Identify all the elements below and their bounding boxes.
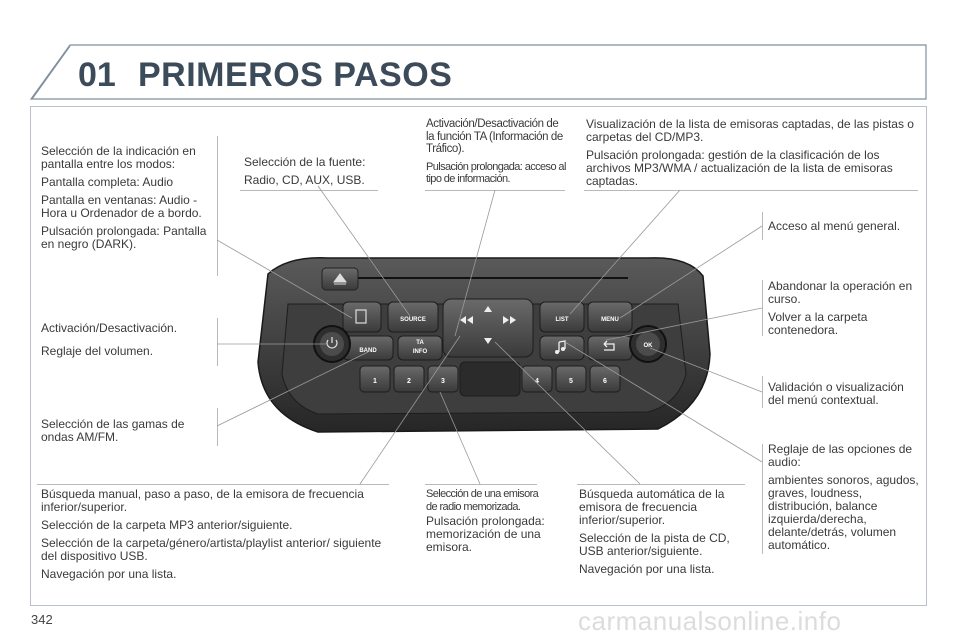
note-text: Selección de una emisora de radio memori…: [426, 488, 539, 513]
note-text: Búsqueda manual, paso a paso, de la emis…: [41, 487, 364, 514]
list-label: LIST: [556, 317, 569, 323]
down-arrow-icon: [484, 338, 492, 344]
chapter-title: PRIMEROS PASOS: [138, 56, 453, 94]
note-list: Visualización de la lista de emisoras ca…: [586, 118, 916, 188]
aux-slot: [459, 361, 521, 397]
divider-line: [762, 376, 763, 408]
power-icon: [326, 337, 338, 349]
header-bar: [30, 44, 927, 100]
chapter-number: 01: [78, 56, 116, 94]
note-text: Selección de la carpeta/género/artista/p…: [41, 536, 382, 563]
note-text: Activación/Desactivación.: [41, 321, 178, 335]
note-text: Selección de las gamas de ondas AM/FM.: [41, 417, 185, 444]
eject-icon: [333, 273, 347, 285]
note-text: Validación o visualización del menú cont…: [768, 380, 904, 407]
page-number: 342: [31, 612, 53, 627]
note-menu: Acceso al menú general.: [768, 220, 918, 233]
note-text: Búsqueda automática de la emisora de fre…: [579, 487, 725, 527]
ok-label: OK: [644, 343, 654, 349]
menu-button[interactable]: [587, 301, 633, 333]
note-text: Pulsación prolongada: acceso al tipo de …: [426, 160, 566, 186]
preset-5-label: 5: [569, 378, 573, 385]
menu-label: MENU: [601, 317, 619, 323]
source-button[interactable]: [387, 301, 439, 333]
divider-line: [37, 484, 389, 485]
note-text: Navegación por una lista.: [41, 567, 177, 581]
divider-line: [762, 280, 763, 336]
note-text: Selección de la indicación en pantalla e…: [41, 144, 196, 171]
divider-line: [425, 484, 537, 485]
divider-line: [762, 444, 763, 554]
note-display-mode: Selección de la indicación en pantalla e…: [41, 145, 213, 251]
note-text: Volver a la carpeta contenedora.: [768, 310, 868, 337]
preset-2-label: 2: [407, 378, 411, 385]
divider-line: [762, 212, 763, 240]
music-note-icon: [555, 340, 566, 354]
note-text: Visualización de la lista de emisoras ca…: [586, 117, 914, 144]
note-text: Reglaje de las opciones de audio:: [768, 442, 913, 469]
note-ta: Activación/Desactivación de la función T…: [426, 118, 566, 186]
note-text: Pulsación prolongada: gestión de la clas…: [586, 148, 893, 188]
preset-button-4[interactable]: [521, 365, 553, 393]
info-label: INFO: [413, 349, 428, 355]
content-frame: [30, 106, 927, 606]
divider-line: [217, 408, 218, 446]
note-text: Abandonar la operación en curso.: [768, 279, 913, 306]
note-text: Selección de la carpeta MP3 anterior/sig…: [41, 518, 293, 532]
note-ok: Validación o visualización del menú cont…: [768, 381, 918, 407]
note-back: Abandonar la operación en curso. Volver …: [768, 280, 918, 337]
watermark: carmanualsonline.info: [578, 606, 842, 636]
note-text: Pulsación prolongada: memorización de un…: [426, 514, 545, 554]
divider-line: [240, 190, 378, 191]
note-text: Pantalla en ventanas: Audio - Hora u Ord…: [41, 193, 202, 220]
rewind-icon: [460, 316, 473, 324]
note-preset: Selección de una emisora de radio memori…: [426, 488, 546, 554]
note-auto-search: Búsqueda automática de la emisora de fre…: [579, 488, 747, 576]
note-text: Pantalla completa: Audio: [41, 175, 174, 189]
note-source: Selección de la fuente: Radio, CD, AUX, …: [244, 156, 384, 187]
list-button[interactable]: [539, 301, 585, 333]
note-manual-search: Búsqueda manual, paso a paso, de la emis…: [41, 488, 391, 581]
note-text: Selección de la fuente:: [244, 155, 366, 169]
band-label: BAND: [359, 348, 377, 354]
divider-line: [577, 484, 745, 485]
note-power: Activación/Desactivación. Reglaje del vo…: [41, 322, 213, 358]
display-button[interactable]: [342, 301, 382, 333]
navigation-pad[interactable]: [442, 298, 534, 358]
note-audio: Reglaje de las opciones de audio: ambien…: [768, 443, 920, 552]
note-text: ambientes sonoros, agudos, graves, loudn…: [768, 473, 919, 552]
preset-4-label: 4: [535, 378, 539, 385]
preset-1-label: 1: [373, 378, 377, 385]
forward-icon: [503, 316, 516, 324]
ta-label: TA: [416, 340, 424, 346]
preset-3-label: 3: [441, 378, 445, 385]
note-text: Acceso al menú general.: [768, 219, 901, 233]
up-arrow-icon: [484, 306, 492, 312]
divider-line: [584, 190, 918, 191]
divider-line: [217, 318, 218, 366]
note-text: Navegación por una lista.: [579, 562, 715, 576]
preset-button-1[interactable]: [359, 365, 391, 393]
divider-line: [217, 136, 218, 276]
note-band: Selección de las gamas de ondas AM/FM.: [41, 418, 213, 444]
display-icon: [355, 309, 367, 324]
note-text: Selección de la pista de CD, USB anterio…: [579, 531, 730, 558]
note-text: Radio, CD, AUX, USB.: [244, 173, 365, 187]
back-arrow-icon: [603, 340, 615, 351]
note-text: Activación/Desactivación de la función T…: [426, 118, 563, 155]
source-label: SOURCE: [400, 317, 426, 323]
ta-info-button[interactable]: [397, 335, 443, 361]
radio-unit: SOURCE BAND TA INFO LIST MENU OK 1 2 3 4…: [257, 257, 711, 433]
preset-button-5[interactable]: [555, 365, 587, 393]
preset-button-2[interactable]: [393, 365, 425, 393]
note-text: Reglaje del volumen.: [41, 344, 154, 358]
preset-6-label: 6: [603, 378, 607, 385]
note-text: Pulsación prolongada: Pantalla en negro …: [41, 224, 207, 251]
